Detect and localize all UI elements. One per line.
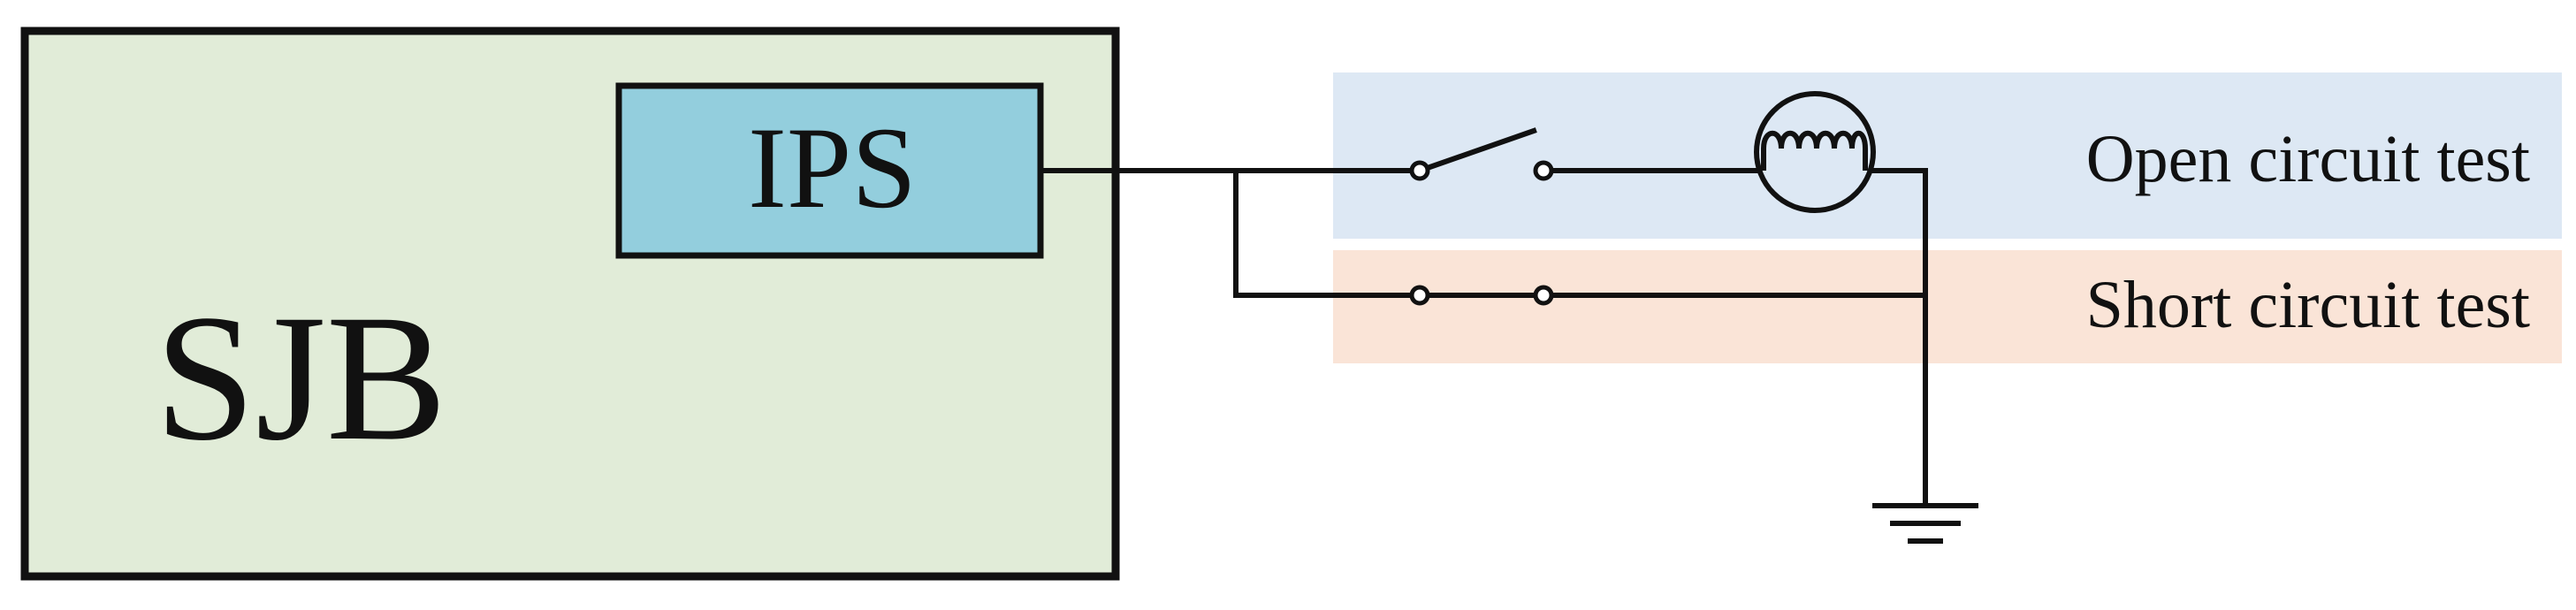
ground-icon bbox=[1872, 503, 1978, 544]
sjb-label: SJB bbox=[155, 278, 447, 478]
closed-switch-icon bbox=[1409, 285, 1554, 306]
lamp-icon bbox=[1754, 91, 1876, 213]
open-switch-icon bbox=[1409, 160, 1554, 181]
open-circuit-test-label: Open circuit test bbox=[2085, 122, 2530, 196]
open-switch-blade bbox=[1416, 127, 1537, 174]
ips-label: IPS bbox=[748, 103, 917, 233]
open-circuit-test-band bbox=[1333, 72, 2562, 239]
short-circuit-test-band bbox=[1333, 250, 2562, 363]
short-circuit-test-label: Short circuit test bbox=[2085, 268, 2530, 342]
